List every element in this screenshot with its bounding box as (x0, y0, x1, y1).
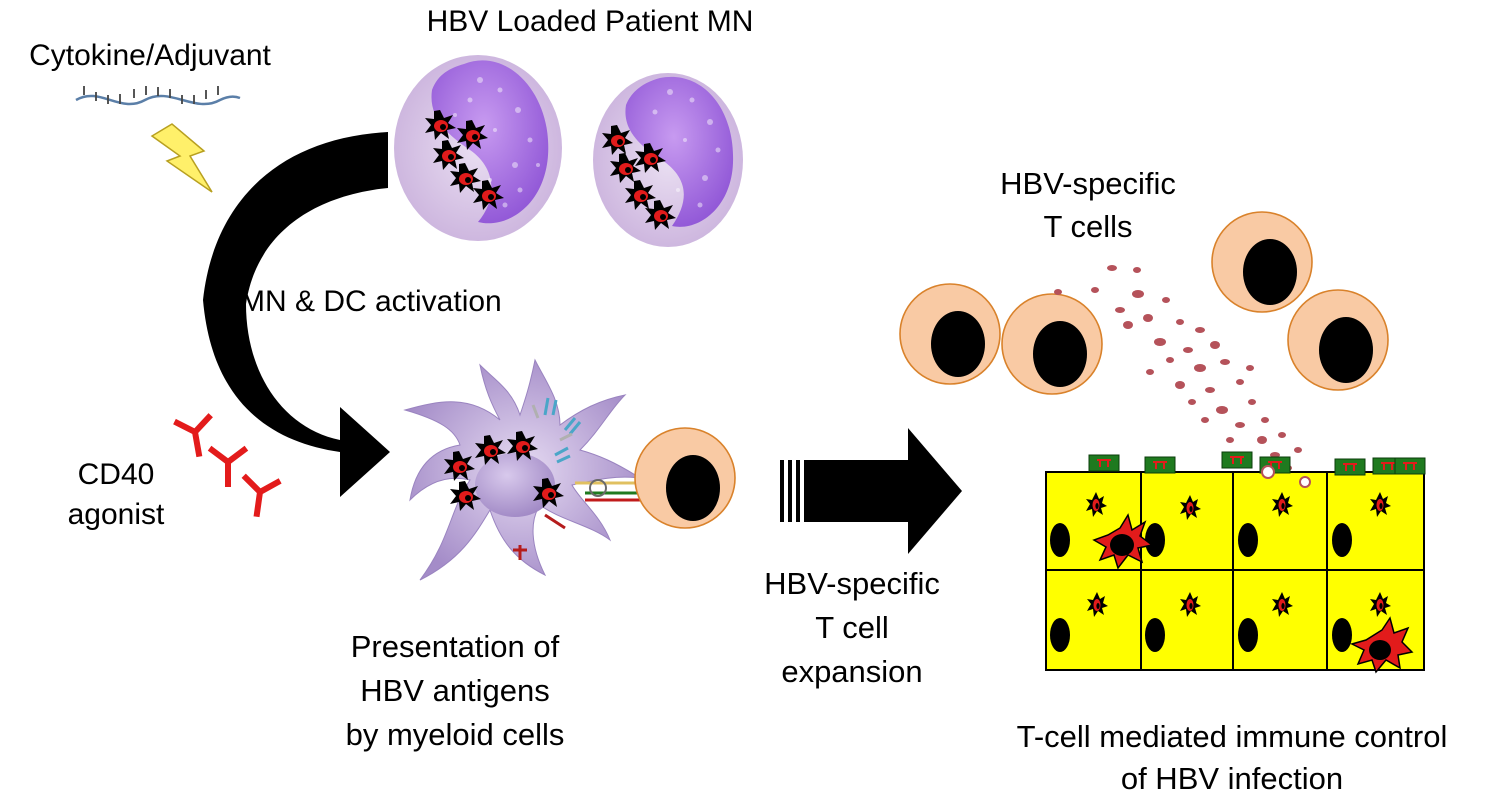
control-label-line2: of HBV infection (1121, 761, 1343, 796)
cytokine-label: Cytokine/Adjuvant (29, 39, 271, 72)
presentation-label-line2: HBV antigens (360, 673, 550, 708)
presentation-label-line1: Presentation of (351, 629, 560, 664)
expansion-label-line3: expansion (781, 654, 922, 689)
lightning-icon (150, 123, 213, 193)
t-cell-3 (1211, 211, 1313, 313)
t-cell-2 (1001, 293, 1103, 395)
presenting-t-cell (634, 427, 736, 529)
expansion-label-line1: HBV-specific (764, 566, 940, 601)
cytokine-dots (1054, 265, 1302, 471)
tcells-label-line2: T cells (1043, 209, 1132, 244)
monocyte-2 (593, 73, 743, 247)
activation-curved-arrow (203, 132, 390, 497)
cd40-label-line1: CD40 (78, 458, 155, 491)
hbv-loaded-label: HBV Loaded Patient MN (427, 5, 754, 38)
lysed-hepatocyte-1 (1092, 513, 1154, 570)
lysed-hepatocyte-2 (1349, 616, 1414, 674)
tcells-label-line1: HBV-specific (1000, 166, 1176, 201)
cd40-agonist-antibodies (177, 417, 277, 516)
cytokine-strand-icon (75, 86, 241, 106)
control-label-line1: T-cell mediated immune control (1017, 719, 1448, 754)
monocyte-1 (394, 55, 562, 241)
expansion-block-arrow (780, 428, 962, 554)
cd40-label-line2: agonist (68, 498, 165, 531)
hepatocyte-grid (1045, 451, 1426, 674)
dendritic-cell (403, 358, 641, 581)
mn-dc-activation-label: MN & DC activation (240, 285, 502, 318)
synapse-connector (575, 479, 640, 502)
expansion-label-line2: T cell (815, 610, 889, 645)
t-cell-4 (1287, 289, 1389, 391)
t-cell-1 (899, 283, 1001, 385)
presentation-label-line3: by myeloid cells (346, 717, 565, 752)
